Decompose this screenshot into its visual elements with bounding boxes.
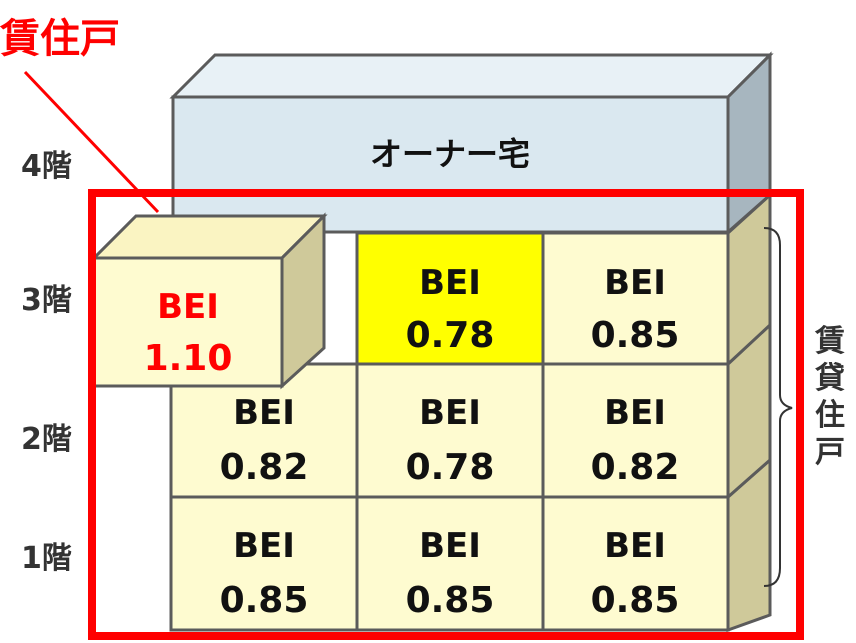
owner-top-face (169, 53, 774, 99)
diagram-title: 賃住戸 (0, 16, 120, 62)
protruding-unit: BEI 1.10 (90, 212, 328, 390)
side-label-char: 貸 (815, 361, 845, 396)
right-brace (763, 227, 793, 587)
unit-1-right-value: 0.85 (591, 580, 680, 621)
floor-2-label: 2階 (21, 422, 72, 457)
unit-3-left-value: 1.10 (144, 338, 233, 379)
side-label-char: 賃 (814, 324, 845, 359)
unit-1-right (541, 495, 730, 632)
floor-1-row: BEI 0.85 BEI 0.85 BEI 0.85 (169, 456, 772, 633)
unit-1-left (169, 495, 359, 632)
unit-1-right-label: BEI (604, 526, 666, 566)
unit-1-left-value: 0.85 (220, 580, 309, 621)
unit-2-left-value: 0.82 (220, 447, 309, 488)
floor-3-row: BEI 0.78 BEI 0.85 (355, 191, 772, 368)
floor-4-label: 4階 (21, 149, 72, 184)
side-label: 賃貸住戸 (814, 324, 845, 470)
unit-3-mid-value: 0.78 (406, 315, 495, 356)
floor-2-row: BEI 0.82 BEI 0.78 BEI 0.82 (169, 321, 772, 501)
unit-2-right-label: BEI (604, 393, 666, 433)
unit-1-mid-value: 0.85 (406, 580, 495, 621)
unit-2-right (541, 362, 730, 499)
unit-3-right-value: 0.85 (591, 315, 680, 356)
unit-1-left-label: BEI (233, 526, 295, 566)
unit-2-mid-value: 0.78 (406, 447, 495, 488)
side-label-char: 住 (815, 398, 845, 433)
unit-2-mid (355, 362, 545, 499)
owner-label: オーナー宅 (370, 135, 530, 173)
side-label-char: 戸 (815, 435, 845, 470)
owner-residence: オーナー宅 (169, 51, 774, 236)
unit-3-mid-label: BEI (419, 263, 481, 303)
owner-front-face (171, 95, 730, 234)
floor-1-label: 1階 (21, 541, 72, 576)
floor-3-label: 3階 (21, 283, 72, 318)
title-pointer-line (23, 70, 160, 214)
rental-units-frame (88, 189, 804, 640)
unit-2-right-value: 0.82 (591, 447, 680, 488)
unit-3-right-label: BEI (604, 263, 666, 303)
unit-1-mid-label: BEI (419, 526, 481, 566)
unit-2-left-label: BEI (233, 393, 295, 433)
unit-3-left (92, 256, 284, 388)
unit-1-mid (355, 495, 545, 632)
unit-3-right (541, 231, 730, 366)
unit-2-mid-label: BEI (419, 393, 481, 433)
unit-3-left-label: BEI (157, 287, 219, 327)
